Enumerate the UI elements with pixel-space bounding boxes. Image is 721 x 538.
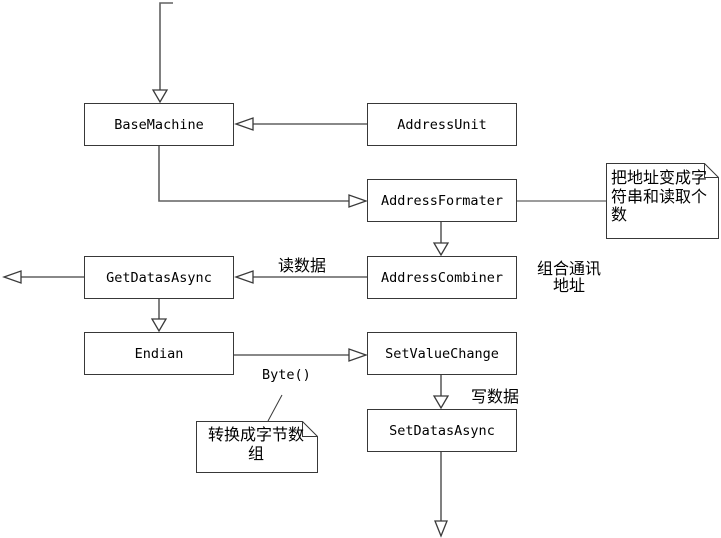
- node-endian: Endian: [84, 332, 234, 375]
- node-address-combiner: AddressCombiner: [367, 256, 517, 299]
- connector-endian-to-setvaluechange: [234, 348, 368, 362]
- node-address-unit: AddressUnit: [367, 103, 517, 146]
- node-set-value-change-label: SetValueChange: [385, 345, 499, 362]
- node-endian-label: Endian: [134, 345, 184, 362]
- connector-basemachine-to-addressformater: [158, 146, 368, 208]
- node-set-value-change: SetValueChange: [367, 332, 517, 375]
- edge-label-combine-address: 组合通讯 地址: [536, 259, 601, 295]
- connector-start-to-basemachine: [151, 2, 173, 104]
- edge-label-write-data: 写数据: [471, 387, 520, 406]
- edge-label-read-data: 读数据: [277, 256, 326, 275]
- node-get-datas-async-label: GetDatasAsync: [106, 269, 212, 286]
- node-address-combiner-label: AddressCombiner: [381, 269, 503, 286]
- connector-addresscombiner-to-getdatasasync: [234, 270, 367, 284]
- node-address-formater: AddressFormater: [367, 179, 517, 222]
- node-base-machine: BaseMachine: [84, 103, 234, 146]
- node-base-machine-label: BaseMachine: [114, 116, 204, 133]
- node-set-datas-async: SetDatasAsync: [367, 409, 517, 452]
- note-shape-icon: [606, 163, 719, 239]
- connector-setvaluechange-to-setdatasasync: [432, 375, 450, 410]
- connector-bytenote-to-bytecall: [267, 394, 283, 422]
- note-shape-icon: [196, 421, 318, 473]
- note-byte-array: 转换成字节数组: [196, 421, 318, 473]
- connector-addressunit-to-basemachine: [234, 117, 367, 131]
- node-address-formater-label: AddressFormater: [381, 192, 503, 209]
- node-get-datas-async: GetDatasAsync: [84, 256, 234, 299]
- connector-addressformater-to-addresscombiner: [432, 222, 450, 257]
- connector-getdatasasync-to-exit-left: [2, 270, 84, 284]
- connector-getdatasasync-to-endian: [150, 299, 168, 333]
- note-address-format: 把地址变成字符串和读取个数: [606, 163, 719, 239]
- note-byte-array-text: 转换成字节数组: [207, 425, 304, 463]
- edge-label-byte-call: Byte(): [262, 367, 311, 383]
- node-address-unit-label: AddressUnit: [397, 116, 487, 133]
- connector-setdatasasync-to-exit-bottom: [434, 452, 448, 538]
- node-set-datas-async-label: SetDatasAsync: [389, 422, 495, 439]
- note-address-format-text: 把地址变成字符串和读取个数: [611, 168, 708, 224]
